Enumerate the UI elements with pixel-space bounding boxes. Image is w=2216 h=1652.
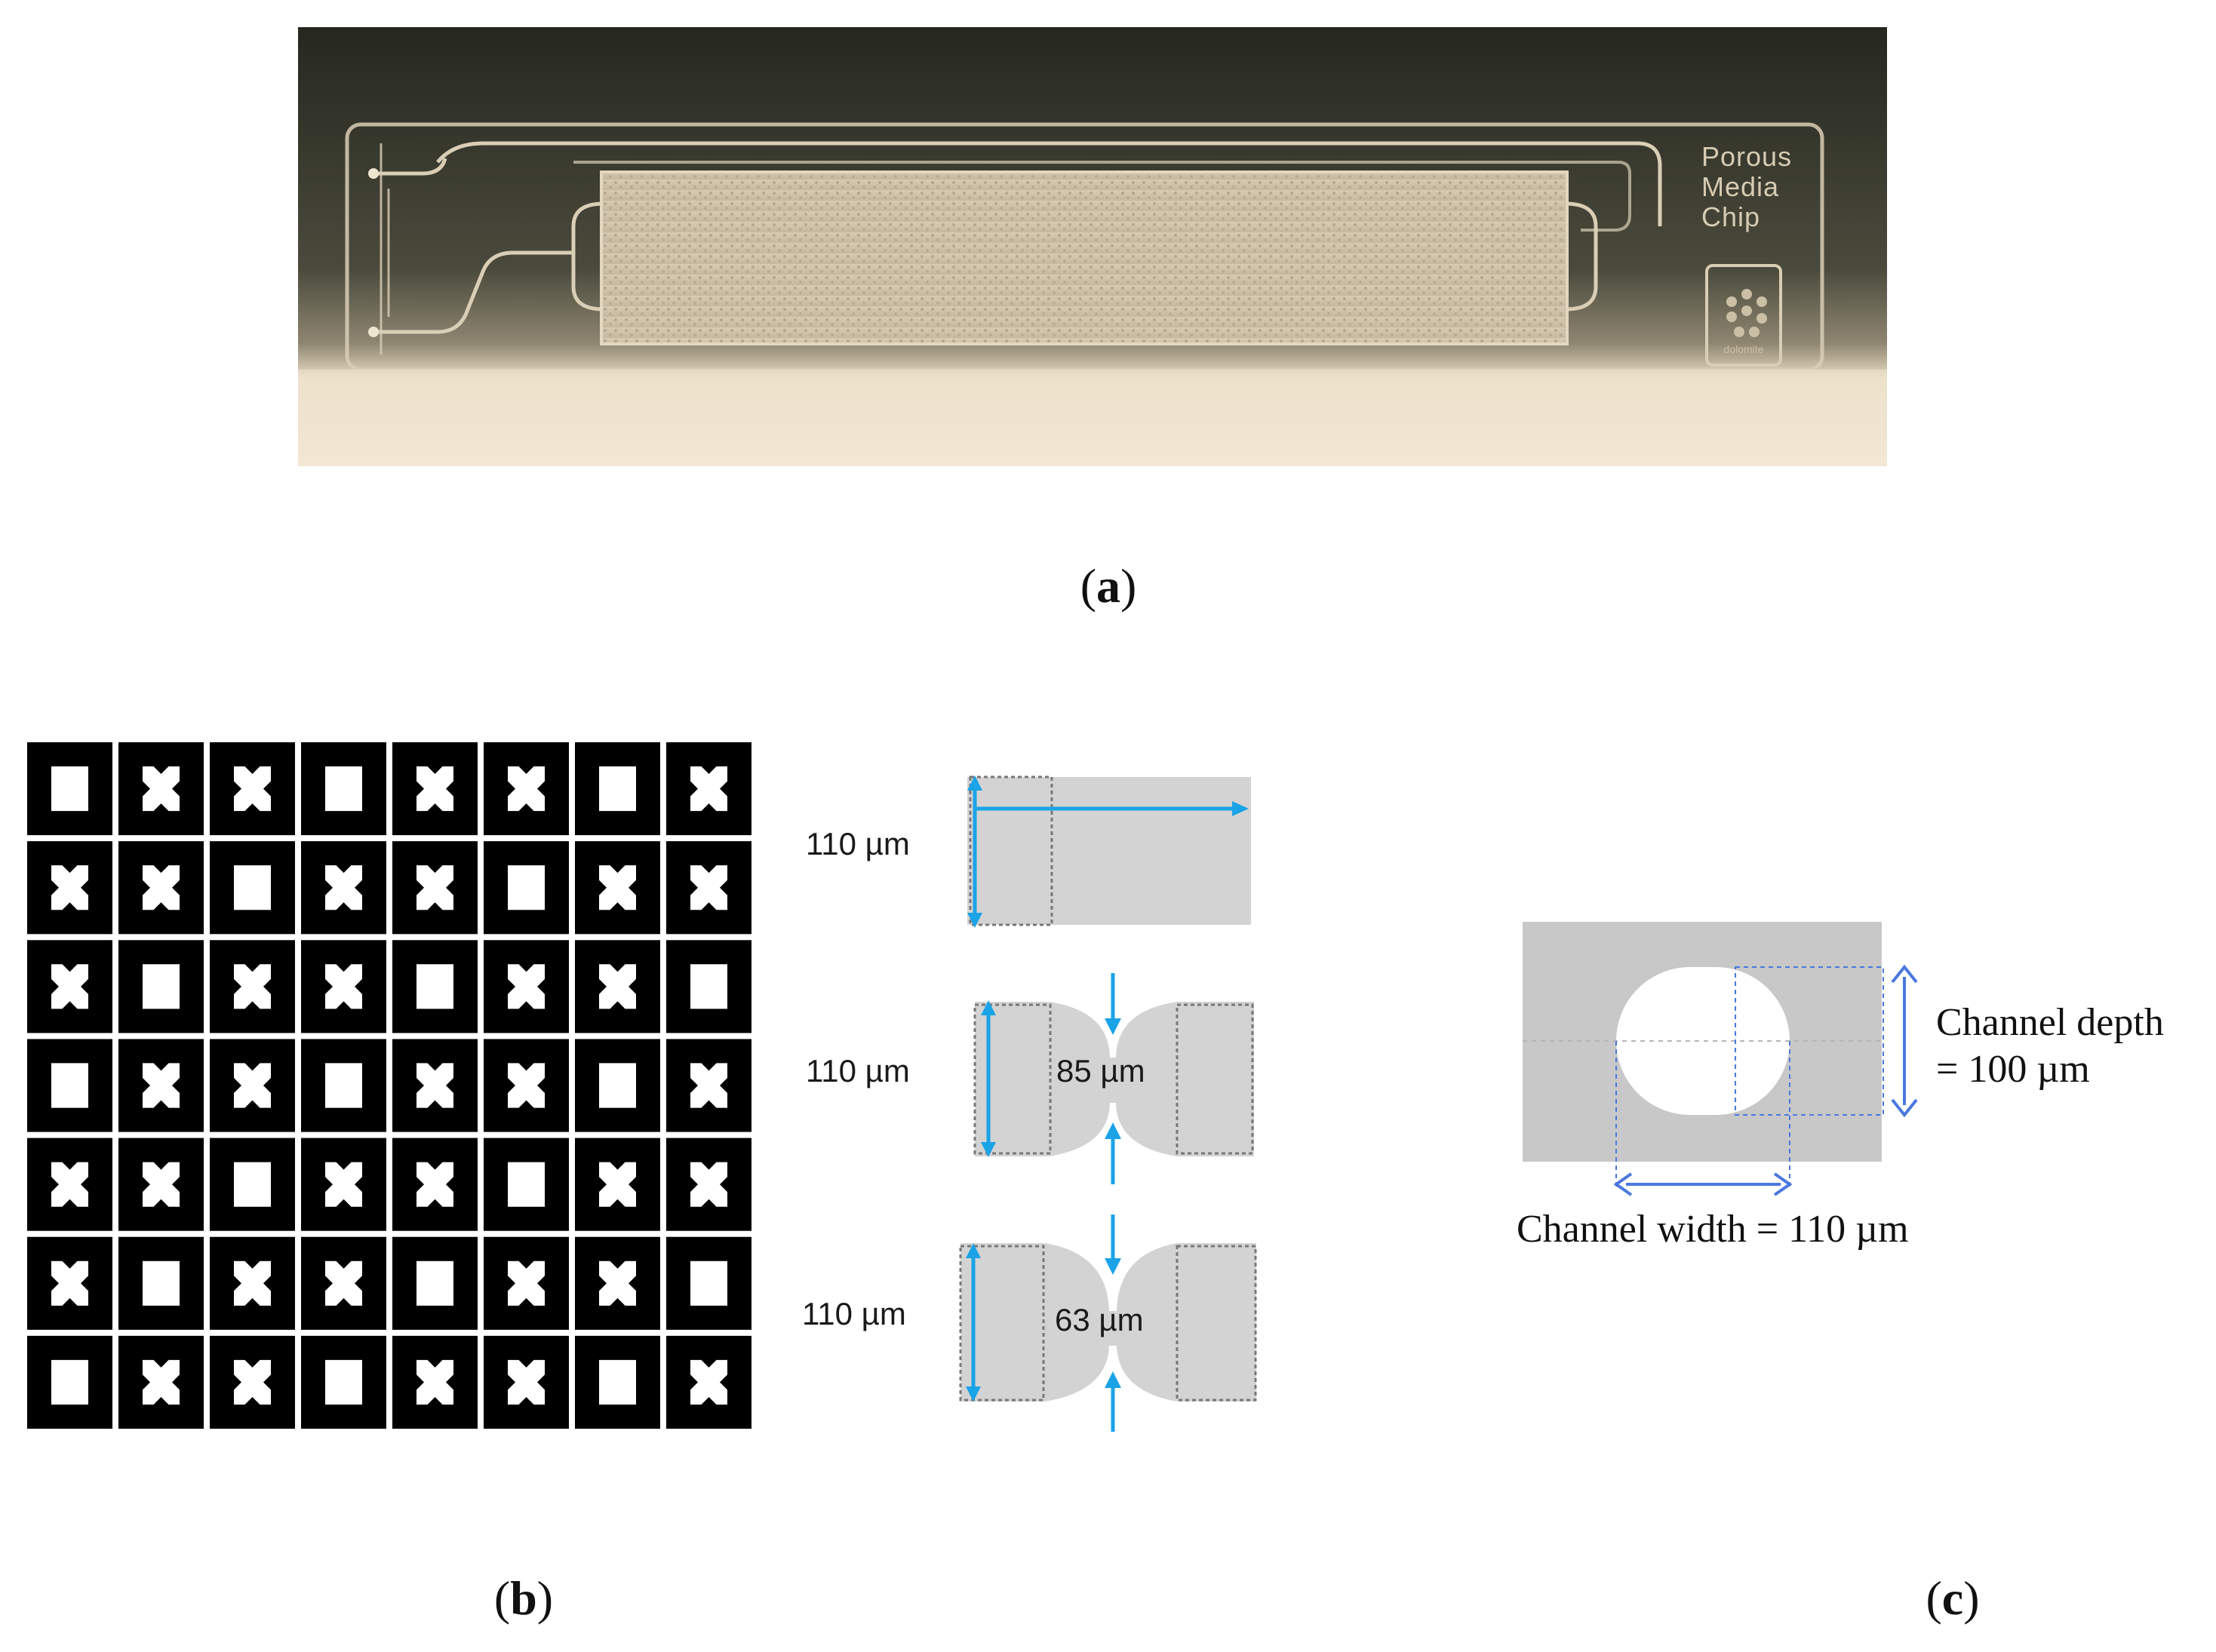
chip-photo [298,27,1887,466]
chip-name-line3: Chip [1701,201,1761,232]
chip-name-line2: Media [1701,171,1780,202]
channel-cross-section [1523,922,1918,1196]
throat-2-height-label: 110 µm [806,1053,910,1089]
chip-name-text: Porous Media Chip [1701,142,1792,232]
channel-depth-line2: = 100 µm [1936,1048,2090,1091]
panel-label-a: (a) [1080,559,1137,613]
logo-text: dolomite [1723,343,1764,355]
channel-depth-line1: Channel depth [1936,1001,2164,1044]
panel-label-c: (c) [1926,1571,1980,1625]
throat-schematic-85 [973,973,1254,1184]
throat-schematic-straight [967,775,1251,928]
chip-name-line1: Porous [1701,141,1793,172]
channel-depth-label: Channel depth = 100 µm [1936,999,2164,1093]
throat-3-height-label: 110 µm [802,1296,906,1331]
throat-schematic-63 [959,1214,1257,1432]
throat-2-width-label: 85 µm [1056,1053,1145,1089]
pore-network-pattern [21,736,758,1435]
channel-width-label: Channel width = 110 µm [1517,1208,1909,1251]
panel-label-b: (b) [493,1571,554,1625]
throat-3-width-label: 63 µm [1055,1302,1144,1337]
throat-1-height-label: 110 µm [806,826,910,861]
